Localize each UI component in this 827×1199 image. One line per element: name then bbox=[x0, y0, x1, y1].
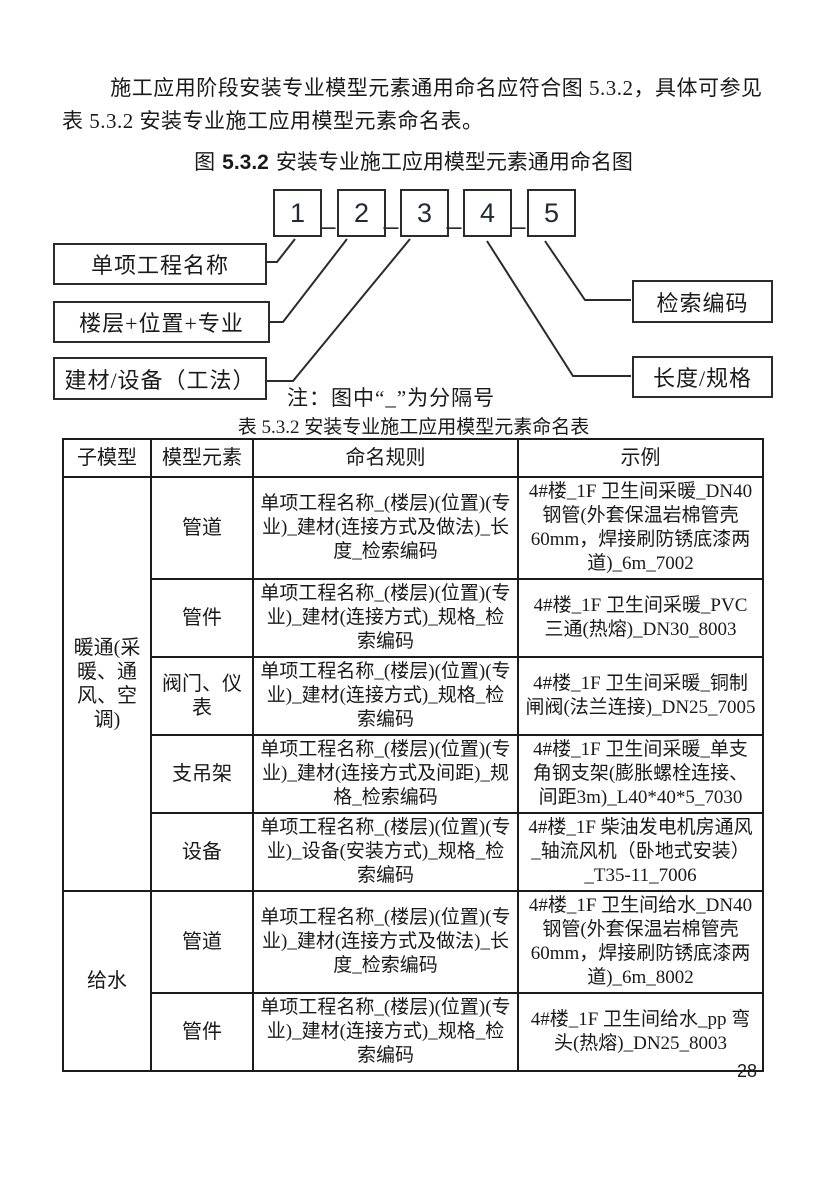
table-row: 管件 单项工程名称_(楼层)(位置)(专业)_建材(连接方式)_规格_检索编码 … bbox=[63, 992, 764, 1072]
segment-box-4: 4 bbox=[463, 189, 512, 237]
table-row: 支吊架 单项工程名称_(楼层)(位置)(专业)_建材(连接方式及间距)_规格_检… bbox=[63, 734, 764, 814]
connector-line-3 bbox=[266, 238, 411, 382]
header-rule: 命名规则 bbox=[252, 438, 519, 478]
connector-line-1 bbox=[266, 238, 296, 263]
table-row: 设备 单项工程名称_(楼层)(位置)(专业)_设备(安装方式)_规格_检索编码 … bbox=[63, 812, 764, 892]
separator-glyph: _ bbox=[383, 200, 399, 230]
body-paragraph: 施工应用阶段安装专业模型元素通用命名应符合图 5.3.2，具体可参见表 5.3.… bbox=[62, 76, 763, 133]
cell-element: 阀门、仪表 bbox=[150, 656, 254, 736]
cell-element: 管道 bbox=[150, 476, 254, 580]
header-example: 示例 bbox=[517, 438, 764, 478]
cell-example: 4#楼_1F 卫生间采暖_DN40 钢管(外套保温岩棉管壳60mm，焊接刷防锈底… bbox=[517, 476, 764, 580]
label-box-material: 建材/设备（工法） bbox=[53, 357, 267, 400]
segment-box-5: 5 bbox=[527, 189, 576, 237]
separator-underscore: _ bbox=[320, 173, 336, 230]
separator-underscore: _ bbox=[383, 173, 399, 230]
segment-box-2: 2 bbox=[337, 189, 386, 237]
figure-caption-prefix: 图 bbox=[194, 150, 216, 174]
figure-note: 注：图中“_”为分隔号 bbox=[287, 386, 496, 410]
figure-caption-text: 安装专业施工应用模型元素通用命名图 bbox=[275, 150, 633, 174]
connector-lines-layer bbox=[266, 238, 631, 382]
cell-element: 管件 bbox=[150, 578, 254, 658]
header-element: 模型元素 bbox=[150, 438, 254, 478]
table-caption: 表 5.3.2 安装专业施工应用模型元素命名表 bbox=[237, 417, 590, 438]
table-header-row: 子模型 模型元素 命名规则 示例 bbox=[62, 438, 764, 478]
label-box-floor-position: 楼层+位置+专业 bbox=[53, 301, 270, 343]
cell-rule: 单项工程名称_(楼层)(位置)(专业)_建材(连接方式)_规格_检索编码 bbox=[252, 578, 519, 658]
separator-underscore: _ bbox=[446, 173, 462, 230]
segment-box-3: 3 bbox=[400, 189, 449, 237]
cell-example: 4#楼_1F 卫生间采暖_单支角钢支架(膨胀螺栓连接、间距3m)_L40*40*… bbox=[517, 734, 764, 814]
cell-example: 4#楼_1F 卫生间给水_DN40 钢管(外套保温岩棉管壳60mm，焊接刷防锈底… bbox=[517, 890, 764, 994]
separator-underscore: _ bbox=[510, 173, 526, 230]
separator-glyph: _ bbox=[446, 200, 462, 230]
naming-rules-table: 子模型 模型元素 命名规则 示例 暖通(采暖、通风、空调) 管道 单项工程名称_… bbox=[62, 438, 764, 1072]
table-row: 阀门、仪表 单项工程名称_(楼层)(位置)(专业)_建材(连接方式)_规格_检索… bbox=[63, 656, 764, 736]
cell-element: 设备 bbox=[150, 812, 254, 892]
connector-line-4 bbox=[486, 240, 631, 377]
cell-rule: 单项工程名称_(楼层)(位置)(专业)_建材(连接方式及做法)_长度_检索编码 bbox=[252, 476, 519, 580]
label-box-project-name: 单项工程名称 bbox=[53, 243, 267, 285]
cell-rule: 单项工程名称_(楼层)(位置)(专业)_建材(连接方式及做法)_长度_检索编码 bbox=[252, 890, 519, 994]
figure-caption-number: 5.3.2 bbox=[222, 151, 269, 174]
connector-line-5 bbox=[544, 240, 631, 301]
page-number: 28 bbox=[736, 1061, 757, 1081]
label-box-length-spec: 长度/规格 bbox=[632, 356, 773, 398]
connector-line-2 bbox=[269, 238, 348, 323]
table-row: 暖通(采暖、通风、空调) 管道 单项工程名称_(楼层)(位置)(专业)_建材(连… bbox=[62, 476, 764, 892]
cell-submodel-water: 给水 bbox=[62, 890, 152, 1072]
cell-rule: 单项工程名称_(楼层)(位置)(专业)_建材(连接方式及间距)_规格_检索编码 bbox=[252, 734, 519, 814]
cell-element: 支吊架 bbox=[150, 734, 254, 814]
cell-element: 管件 bbox=[150, 992, 254, 1072]
cell-example: 4#楼_1F 卫生间给水_pp 弯头(热熔)_DN25_8003 bbox=[517, 992, 764, 1072]
cell-rule: 单项工程名称_(楼层)(位置)(专业)_设备(安装方式)_规格_检索编码 bbox=[252, 812, 519, 892]
cell-rule: 单项工程名称_(楼层)(位置)(专业)_建材(连接方式)_规格_检索编码 bbox=[252, 656, 519, 736]
cell-element: 管道 bbox=[150, 890, 254, 994]
cell-rule: 单项工程名称_(楼层)(位置)(专业)_建材(连接方式)_规格_检索编码 bbox=[252, 992, 519, 1072]
naming-structure-diagram: 1 2 3 4 5 _ _ _ _ 单项工程名称 楼层+位置+专业 建材/设备（… bbox=[0, 185, 827, 413]
cell-submodel-hvac: 暖通(采暖、通风、空调) bbox=[62, 476, 152, 892]
separator-glyph: _ bbox=[320, 200, 336, 230]
header-submodel: 子模型 bbox=[62, 438, 152, 478]
cell-example: 4#楼_1F 卫生间采暖_铜制闸阀(法兰连接)_DN25_7005 bbox=[517, 656, 764, 736]
separator-glyph: _ bbox=[510, 200, 526, 230]
cell-example: 4#楼_1F 柴油发电机房通风_轴流风机（卧地式安装）_T35-11_7006 bbox=[517, 812, 764, 892]
table-row: 给水 管道 单项工程名称_(楼层)(位置)(专业)_建材(连接方式及做法)_长度… bbox=[62, 890, 764, 1072]
cell-example: 4#楼_1F 卫生间采暖_PVC 三通(热熔)_DN30_8003 bbox=[517, 578, 764, 658]
label-box-index-code: 检索编码 bbox=[632, 280, 773, 323]
figure-caption: 图 5.3.2 安装专业施工应用模型元素通用命名图 bbox=[0, 146, 827, 176]
table-row: 管件 单项工程名称_(楼层)(位置)(专业)_建材(连接方式)_规格_检索编码 … bbox=[63, 578, 764, 658]
segment-box-1: 1 bbox=[273, 189, 322, 237]
